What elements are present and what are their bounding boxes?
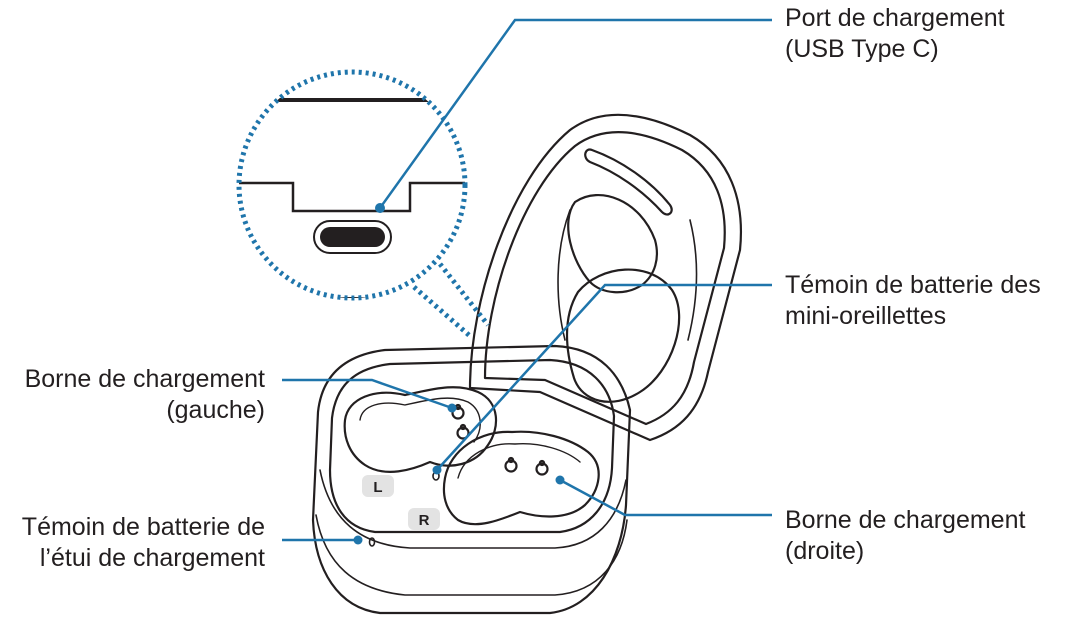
- case-lid-inner: [483, 131, 726, 426]
- left-marker-text: L: [373, 479, 382, 496]
- label-usb-port-line2: (USB Type C): [785, 35, 939, 63]
- case-body-outer: [311, 344, 632, 615]
- label-case-indicator: Témoin de batterie de l’étui de chargeme…: [22, 512, 265, 574]
- label-left-terminal-line1: Borne de chargement: [24, 365, 265, 393]
- label-right-terminal: Borne de chargement (droite): [785, 505, 1025, 567]
- leader-earbud-led: [436, 283, 772, 471]
- case-led: [368, 537, 376, 547]
- right-contact-left: [504, 456, 518, 473]
- left-earbud-cavity: [343, 386, 498, 473]
- label-earbud-indicator: Témoin de batterie des mini-oreillettes: [785, 270, 1041, 332]
- right-marker-text: R: [419, 512, 430, 529]
- label-case-indicator-line2: l’étui de chargement: [39, 544, 265, 572]
- label-earbud-indicator-line1: Témoin de batterie des: [785, 271, 1041, 299]
- label-usb-port-line1: Port de chargement: [785, 4, 1005, 32]
- leader-lines: [282, 18, 772, 545]
- lid-cavity-upper: [567, 193, 659, 294]
- right-earbud-cavity: [442, 430, 600, 526]
- leader-right-terminal: [559, 478, 772, 517]
- leader-usb-port: [378, 18, 772, 209]
- label-left-terminal-line2: (gauche): [166, 396, 265, 424]
- label-right-terminal-line2: (droite): [785, 537, 865, 565]
- right-marker-badge: [408, 508, 440, 530]
- label-earbud-indicator-line2: mini-oreillettes: [785, 302, 947, 330]
- case-lid-outer: [468, 113, 742, 442]
- label-case-indicator-line1: Témoin de batterie de: [21, 513, 265, 541]
- leader-left-terminal: [282, 378, 453, 410]
- lid-cavity-lower: [565, 268, 681, 403]
- right-contact-right: [535, 459, 549, 476]
- label-usb-port: Port de chargement (USB Type C): [785, 3, 1005, 65]
- label-right-terminal-line1: Borne de chargement: [785, 506, 1026, 534]
- lid-slot: [584, 148, 673, 216]
- left-contact-lower: [456, 423, 470, 440]
- label-left-terminal: Borne de chargement (gauche): [25, 364, 265, 426]
- left-marker-badge: [362, 475, 394, 497]
- case-body-rim: [328, 358, 616, 534]
